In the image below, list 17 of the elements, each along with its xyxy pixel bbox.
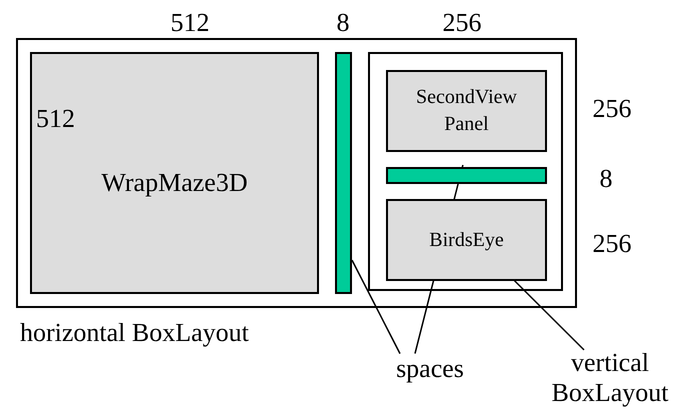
dimension-label: 512 bbox=[170, 10, 210, 36]
spacer-bar bbox=[335, 52, 352, 294]
dimension-label: 8 bbox=[336, 10, 350, 36]
leader-line bbox=[351, 260, 401, 354]
component-panel: SecondView Panel bbox=[386, 70, 547, 152]
callout-text: spaces bbox=[380, 352, 480, 386]
callout-text: vertical BoxLayout bbox=[545, 348, 675, 408]
component-panel: BirdsEye bbox=[386, 199, 547, 281]
size-label: 512 bbox=[36, 106, 75, 132]
layout-frame bbox=[368, 52, 563, 291]
dimension-label: 256 bbox=[442, 10, 482, 36]
spacer-bar bbox=[386, 167, 547, 184]
dimension-label: 256 bbox=[592, 231, 632, 257]
dimension-label: 256 bbox=[592, 96, 632, 122]
layout-caption: horizontal BoxLayout bbox=[20, 320, 249, 346]
dimension-label: 8 bbox=[598, 166, 614, 192]
panel-title: WrapMaze3D bbox=[100, 170, 249, 196]
